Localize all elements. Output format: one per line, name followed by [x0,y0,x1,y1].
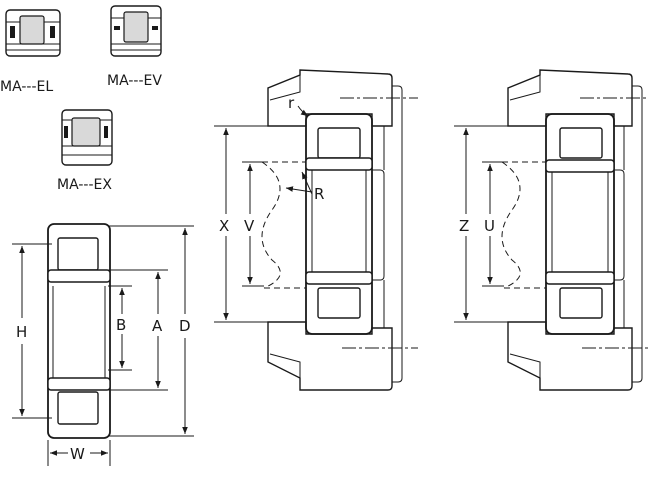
label-r-small: r [288,94,295,112]
bearing-cross-section [47,223,111,439]
dimension-w [47,440,111,466]
dimension-d [108,225,194,437]
label-h: H [16,323,27,341]
label-v: V [244,217,255,235]
dimension-b [108,285,132,371]
label-ma-ev: MA---EV [107,73,162,89]
mounting-right [501,69,648,391]
label-ma-el: MA---EL [0,79,53,95]
label-d: D [179,317,191,335]
label-z: Z [459,217,469,235]
dimension-a [108,269,168,391]
leader-r-large-a [285,186,313,193]
label-a: A [152,317,163,335]
label-b: B [116,316,126,334]
label-x: X [219,217,229,235]
dimension-x [214,125,306,323]
leader-r-small [297,105,309,117]
dimension-u [482,161,504,287]
dimension-v [242,161,264,287]
thumbnail-ma-ev [110,5,162,57]
leader-r-large-b [301,171,313,195]
mounting-left [261,69,418,391]
dimension-h [12,243,52,419]
label-r-large: R [314,185,324,203]
label-w: W [70,445,85,463]
thumbnail-ma-el [5,9,61,57]
dimension-z [454,125,546,323]
label-u: U [484,217,495,235]
thumbnail-ma-ex [61,109,113,166]
label-ma-ex: MA---EX [57,177,112,193]
